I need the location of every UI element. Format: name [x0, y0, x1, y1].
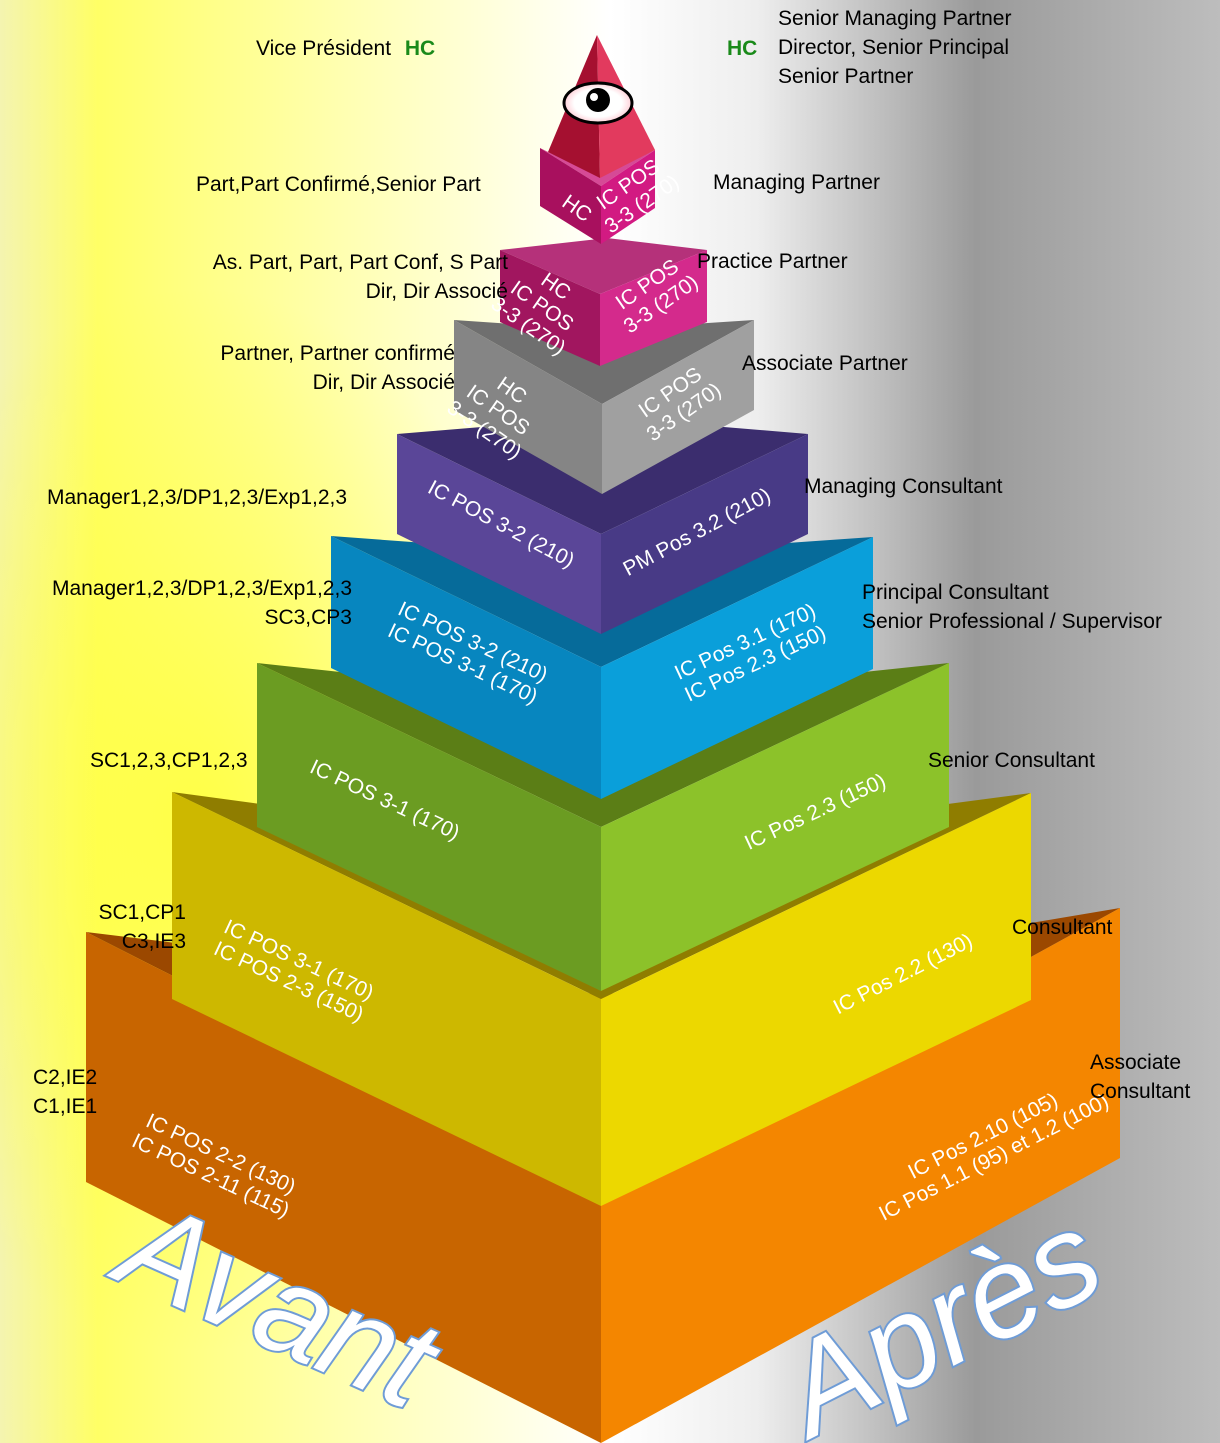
tier-1-right-face [601, 150, 655, 244]
tier-7-right-face [601, 793, 1031, 1206]
principal-line-2: Senior Professional / Supervisor [862, 610, 1162, 633]
tier-2-top-face [500, 238, 707, 294]
sc-cp-text: SC1,2,3,CP1,2,3 [90, 749, 248, 772]
label-manager-2: Manager1,2,3/DP1,2,3/Exp1,2,3 SC3,CP3 [52, 574, 352, 632]
manager-2-line-2: SC3,CP3 [264, 606, 352, 629]
label-senior-partners: Senior Managing Partner Director, Senior… [778, 4, 1011, 91]
sc1-c3-line-1: SC1,CP1 [98, 901, 186, 924]
hc-right-badge: HC [727, 37, 758, 60]
label-managing-partner: Managing Partner [713, 168, 880, 197]
senior-line-3: Senior Partner [778, 65, 914, 88]
managing-consultant-text: Managing Consultant [804, 475, 1003, 498]
label-manager-1: Manager1,2,3/DP1,2,3/Exp1,2,3 [47, 483, 347, 512]
tier-2-right-face [600, 250, 707, 366]
sc1-c3-line-2: C3,IE3 [121, 930, 186, 953]
label-associate-consultant: Associate Consultant [1090, 1048, 1190, 1106]
tier-2 [500, 238, 707, 366]
tier-8-right-face [601, 908, 1120, 1443]
tier-6-left-face [257, 663, 601, 991]
apex-eye-pyramid [548, 35, 655, 178]
tier-3-left-face [454, 320, 602, 494]
consultant-text: Consultant [1012, 916, 1113, 939]
principal-line-1: Principal Consultant [862, 581, 1049, 604]
label-assoc-partner: As. Part, Part, Part Conf, S Part Dir, D… [213, 248, 508, 306]
tier-3-right-face [602, 320, 754, 494]
tier-2-left-face [500, 250, 600, 366]
assoc-partner-line-1: As. Part, Part, Part Conf, S Part [212, 251, 508, 274]
label-practice-partner: Practice Partner [697, 247, 848, 276]
c2-c1-line-1: C2,IE2 [33, 1066, 98, 1089]
senior-line-2: Director, Senior Principal [778, 36, 1010, 59]
apex-eye-iris [586, 88, 610, 112]
practice-partner-text: Practice Partner [697, 250, 848, 273]
tier-1-top-face [540, 148, 655, 186]
label-partner-confirme: Partner, Partner confirmé Dir, Dir Assoc… [220, 339, 455, 397]
partner-confirme-line-1: Partner, Partner confirmé [220, 342, 455, 365]
tier-7-left-face [172, 792, 601, 1206]
label-senior-consultant: Senior Consultant [928, 746, 1095, 775]
tier-5-right-face [601, 537, 873, 799]
label-principal: Principal Consultant Senior Professional… [862, 578, 1162, 636]
tier-1 [540, 148, 655, 244]
associate-partner-text: Associate Partner [742, 352, 908, 375]
tier-8-left-face [86, 932, 601, 1443]
senior-line-1: Senior Managing Partner [778, 7, 1012, 30]
label-associate-partner: Associate Partner [742, 349, 908, 378]
apex-eye-highlight [590, 93, 598, 101]
label-sc-cp: SC1,2,3,CP1,2,3 [90, 746, 248, 775]
label-partner-levels: Part,Part Confirmé,Senior Part [196, 170, 481, 199]
managing-partner-text: Managing Partner [713, 171, 880, 194]
tier-1-left-face [540, 148, 601, 244]
tier-4-left-face [397, 434, 601, 634]
label-consultant: Consultant [1012, 913, 1112, 942]
partner-confirme-line-2: Dir, Dir Associé [312, 371, 455, 394]
assoc-partner-line-2: Dir, Dir Associé [365, 280, 508, 303]
tier-4-right-face [601, 434, 808, 634]
c2-c1-line-2: C1,IE1 [33, 1095, 98, 1118]
tier-6-right-face [601, 663, 949, 991]
label-managing-consultant: Managing Consultant [804, 472, 1002, 501]
senior-consultant-text: Senior Consultant [928, 749, 1095, 772]
label-vice-president: Vice Président HC [256, 34, 435, 63]
label-c2-c1: C2,IE2 C1,IE1 [33, 1063, 97, 1121]
manager-1-text: Manager1,2,3/DP1,2,3/Exp1,2,3 [47, 486, 348, 509]
label-hc-right: HC [727, 34, 757, 63]
associate-consultant-line-2: Consultant [1090, 1080, 1191, 1103]
partner-levels-text: Part,Part Confirmé,Senior Part [196, 173, 481, 196]
associate-consultant-line-1: Associate [1090, 1051, 1182, 1074]
tier-5-left-face [331, 536, 601, 799]
hc-left-badge: HC [404, 37, 436, 60]
manager-2-line-1: Manager1,2,3/DP1,2,3/Exp1,2,3 [51, 577, 352, 600]
label-sc1-c3: SC1,CP1 C3,IE3 [98, 898, 186, 956]
vice-president-text: Vice Président [256, 37, 392, 60]
